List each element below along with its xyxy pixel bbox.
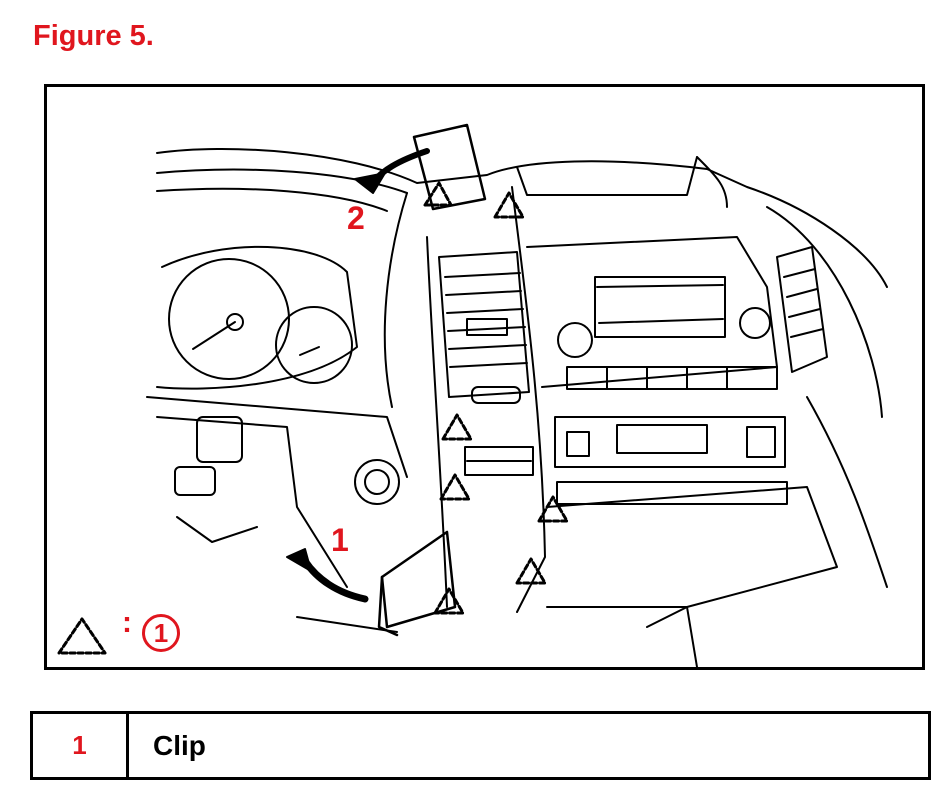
- radio-surround: [526, 236, 778, 388]
- vent-slat: [447, 326, 526, 332]
- radio-knob-icon: [557, 322, 593, 358]
- left-panel-edge: [426, 236, 448, 608]
- arrow-1-icon: [286, 548, 312, 572]
- speedometer-icon: [168, 258, 290, 380]
- lower-panel-line: [146, 396, 408, 478]
- preset-buttons: [566, 366, 778, 390]
- cluster-hood: [156, 245, 358, 390]
- vent-slat: [445, 290, 522, 296]
- climate-button: [746, 426, 776, 458]
- dashboard-top-line: [156, 148, 888, 288]
- right-dash-curve: [806, 396, 888, 588]
- radio-line: [598, 318, 724, 324]
- clip-marker-icon: [423, 181, 453, 207]
- tach-needle: [299, 346, 320, 356]
- radio-slot: [596, 284, 724, 288]
- removed-trim-panel: [412, 123, 487, 211]
- callout-1: 1: [331, 522, 349, 558]
- clip-marker-icon: [493, 191, 525, 219]
- legend-row-number: 1: [33, 714, 129, 777]
- removed-lower-panel: [380, 530, 457, 629]
- dash-curve: [383, 192, 408, 408]
- legend-colon: :: [122, 606, 132, 639]
- clip-marker-icon: [441, 413, 473, 441]
- tachometer-icon: [275, 306, 353, 384]
- legend-row-label: Clip: [153, 729, 206, 761]
- console-edge: [646, 606, 698, 667]
- legend-number-circle: 1: [142, 614, 180, 652]
- switch-block-2: [174, 466, 216, 496]
- clip-marker-icon: [515, 557, 547, 585]
- clip-marker-icon: [537, 495, 569, 523]
- dashboard-top-line-3: [156, 187, 388, 212]
- legend-table: 1 Clip: [30, 711, 931, 780]
- gauge-needle: [192, 321, 236, 350]
- dashboard-diagram: [57, 123, 888, 667]
- bottom-line: [296, 616, 398, 633]
- climate-button: [566, 431, 590, 457]
- figure-frame: 2 1 : 1: [44, 84, 925, 670]
- right-vent: [776, 246, 828, 373]
- center-vent: [438, 251, 530, 398]
- legend-clip-icon: [57, 617, 107, 655]
- climate-panel: [554, 416, 786, 468]
- tune-knob-icon: [739, 307, 771, 339]
- lower-console: [546, 486, 838, 608]
- top-display: [516, 156, 698, 196]
- callout-2: 2: [347, 200, 365, 236]
- vent-knob: [466, 318, 508, 336]
- figure-title: Figure 5.: [33, 20, 154, 52]
- right-dash-line: [766, 206, 883, 418]
- clip-markers: [57, 181, 569, 655]
- clip-marker-icon: [433, 587, 465, 615]
- arrow-2-icon: [354, 172, 386, 194]
- vent-slat: [446, 308, 524, 314]
- climate-display: [616, 424, 708, 454]
- vent-slat: [448, 344, 527, 350]
- hazard-panel: [464, 446, 534, 476]
- vent-slat: [449, 362, 528, 368]
- radio-face: [594, 276, 726, 338]
- climate-buttons-row: [556, 481, 788, 505]
- switch-block: [196, 416, 243, 463]
- dashboard-top-line-2: [156, 168, 408, 194]
- steering-column: [156, 416, 348, 588]
- gauge-center: [226, 313, 244, 331]
- vent-slat: [444, 272, 521, 278]
- clip-marker-icon: [439, 473, 471, 501]
- ignition-icon: [354, 459, 400, 505]
- vent-switch: [471, 386, 521, 404]
- top-display-side: [696, 156, 728, 208]
- stalk-lever: [176, 516, 258, 543]
- ignition-inner: [364, 469, 390, 495]
- right-panel-edge: [511, 186, 546, 613]
